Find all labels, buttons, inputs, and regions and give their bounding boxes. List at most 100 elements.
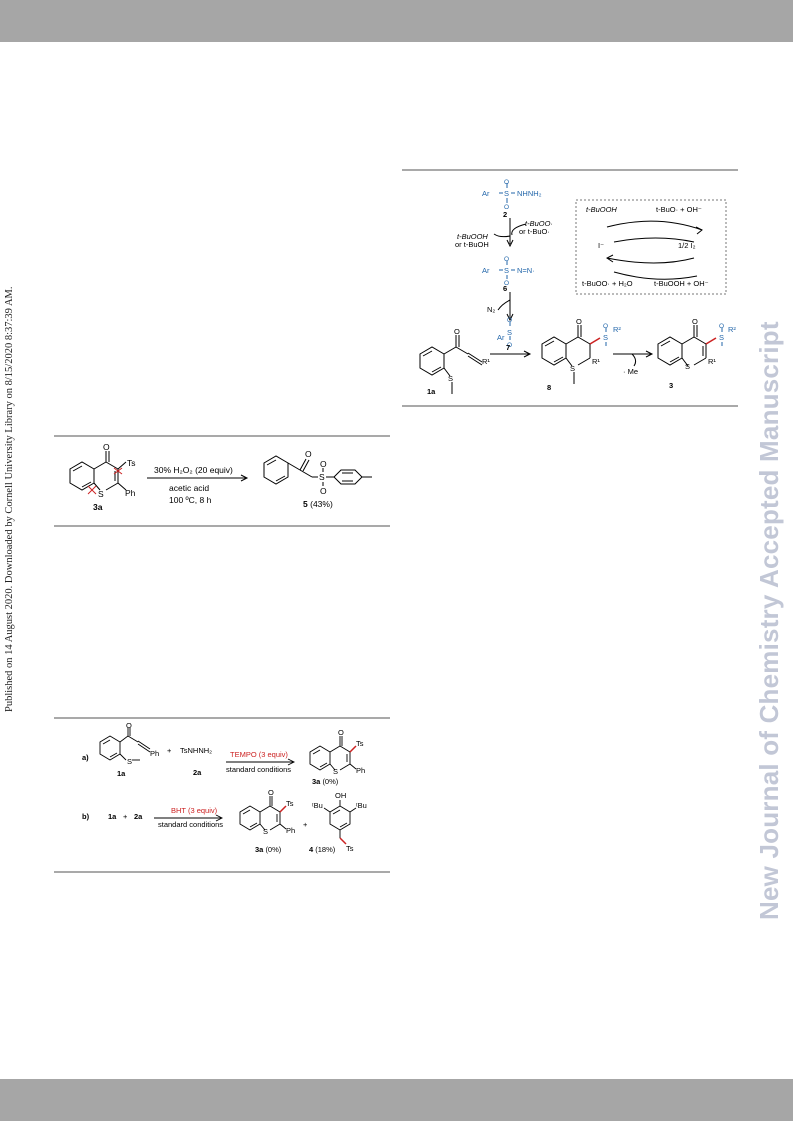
s-1a: S xyxy=(127,757,132,766)
oxidation-top-rule xyxy=(54,435,390,437)
methyl-radical-label: · Me xyxy=(623,367,638,376)
n2-label: N₂ xyxy=(487,305,495,314)
mechanism-top-rule xyxy=(402,169,738,171)
oxidant-label: 30% H₂O₂ (20 equiv) xyxy=(154,465,233,475)
sulfone-o-bottom: O xyxy=(320,486,327,496)
sm-1a: 1a xyxy=(117,769,126,778)
bht-label: BHT (3 equiv) xyxy=(171,806,218,815)
ph-3a-a: Ph xyxy=(356,766,365,775)
oxidation-scheme: O Ts Ph S 3a 30% H₂O₂ (20 equiv) acetic … xyxy=(69,442,372,512)
std-conditions-a: standard conditions xyxy=(226,765,291,774)
s-3a-a: S xyxy=(333,767,338,776)
plus-4: + xyxy=(303,820,308,829)
cycle-half-iodine: 1/2 I₂ xyxy=(678,241,696,250)
oxo-o: O xyxy=(103,442,110,452)
label-a: a) xyxy=(82,753,89,762)
compound-8-label: 8 xyxy=(547,383,551,392)
r1-1a: R¹ xyxy=(482,357,490,366)
r1-8: R¹ xyxy=(592,357,600,366)
mechanism-bottom-rule xyxy=(402,405,738,407)
ph-label: Ph xyxy=(125,488,136,498)
o-top: O xyxy=(504,179,509,186)
nhnh2-label: NHNH₂ xyxy=(517,189,542,198)
r1-3: R¹ xyxy=(708,357,716,366)
radical-bottom-rule xyxy=(54,871,390,873)
o-3: O xyxy=(692,317,698,326)
bottom-banner xyxy=(0,1079,793,1121)
o-3a-b: O xyxy=(268,788,274,797)
radical-top-rule xyxy=(54,717,390,719)
compound-7-label: 7 xyxy=(506,343,510,352)
r2-3: R² xyxy=(728,325,736,334)
publication-note: Published on 14 August 2020. Downloaded … xyxy=(4,286,15,712)
o-top-7: O xyxy=(507,317,512,324)
tbu-left: ᵗBu xyxy=(312,801,323,810)
cycle-iodide: I⁻ xyxy=(598,241,604,250)
mechanism-scheme: Ar O S O NHNH₂ 2 t-BuOO· or t-BuO· t-BuO… xyxy=(419,179,736,396)
sm-2a: 2a xyxy=(193,768,202,777)
o-top-6: O xyxy=(504,256,509,263)
cycle-tbuoo-water: t-BuOO· + H₂O xyxy=(582,279,633,288)
o-bottom: O xyxy=(504,204,509,211)
plus-b: + xyxy=(123,812,128,821)
s-1a: S xyxy=(448,374,453,383)
plus-a: + xyxy=(167,746,172,755)
tbuoo-radical-label: t-BuOO· xyxy=(525,219,553,228)
tsnhnh2: TsNHNH₂ xyxy=(180,746,212,755)
tempo-label: TEMPO (3 equiv) xyxy=(230,750,288,759)
s-3: S xyxy=(719,333,724,342)
conditions-label: 100 ºC, 8 h xyxy=(169,495,212,505)
cycle-tbuooh-oh: t-BuOOH + OH⁻ xyxy=(654,279,709,288)
radical-trapping-scheme: a) O Ph S 1a + TsNHNH₂ 2a TEMPO (3 equiv… xyxy=(82,721,367,854)
ar-label-6: Ar xyxy=(482,266,490,275)
ketone-o: O xyxy=(305,449,312,459)
s-3-ring: S xyxy=(685,362,690,371)
top-banner xyxy=(0,0,793,42)
diazene-label: N=N· xyxy=(517,266,535,275)
o-3a: O xyxy=(719,323,724,330)
o-8a: O xyxy=(603,323,608,330)
ts-3a-b: Ts xyxy=(286,799,294,808)
oh-4: OH xyxy=(335,791,346,800)
s-8-ring: S xyxy=(570,364,575,373)
tbu-right: ᵗBu xyxy=(356,801,367,810)
compound-3-label: 3 xyxy=(669,381,673,390)
prod-a-label: 3a (0%) xyxy=(312,777,339,786)
prod-4-label: 4 (18%) xyxy=(309,845,336,854)
product-label: 5 (43%) xyxy=(303,499,333,509)
s-3a-b: S xyxy=(263,827,268,836)
ph-3a-b: Ph xyxy=(286,826,295,835)
compound-6-label: 6 xyxy=(503,284,507,293)
solvent-label: acetic acid xyxy=(169,483,209,493)
compound-2-label: 2 xyxy=(503,210,507,219)
label-b: b) xyxy=(82,812,90,821)
oxidation-bottom-rule xyxy=(54,525,390,527)
prod-b-label: 3a (0%) xyxy=(255,845,282,854)
ar-label-2: Ar xyxy=(482,189,490,198)
accepted-manuscript-watermark: New Journal of Chemistry Accepted Manusc… xyxy=(754,321,784,920)
o-bottom-7: O xyxy=(507,342,512,349)
or-tbuoh-label: or t-BuOH xyxy=(455,240,489,249)
s-label: S xyxy=(504,189,509,198)
o-1a: O xyxy=(454,327,460,336)
sm-1a-b: 1a xyxy=(108,812,117,821)
s-8: S xyxy=(603,333,608,342)
ph-1a: Ph xyxy=(150,749,159,758)
ts-3a-a: Ts xyxy=(356,739,364,748)
o-bottom-6: O xyxy=(504,280,509,287)
o-1a: O xyxy=(126,721,132,730)
tbuooh-label: t-BuOOH xyxy=(457,232,488,241)
sm-2a-b: 2a xyxy=(134,812,143,821)
s-label-7: S xyxy=(507,328,512,337)
ring-s: S xyxy=(98,489,104,499)
compound-1a-label: 1a xyxy=(427,387,436,396)
start-compound-label: 3a xyxy=(93,502,103,512)
std-conditions-b: standard conditions xyxy=(158,820,223,829)
s-label-6: S xyxy=(504,266,509,275)
cycle-tbuooh: t-BuOOH xyxy=(586,205,617,214)
sulfone-s: S xyxy=(319,472,325,482)
sulfone-o-top: O xyxy=(320,459,327,469)
cycle-tbuo-oh: t-BuO· + OH⁻ xyxy=(656,205,702,214)
ar-label-7: Ar xyxy=(497,333,505,342)
o-8: O xyxy=(576,317,582,326)
